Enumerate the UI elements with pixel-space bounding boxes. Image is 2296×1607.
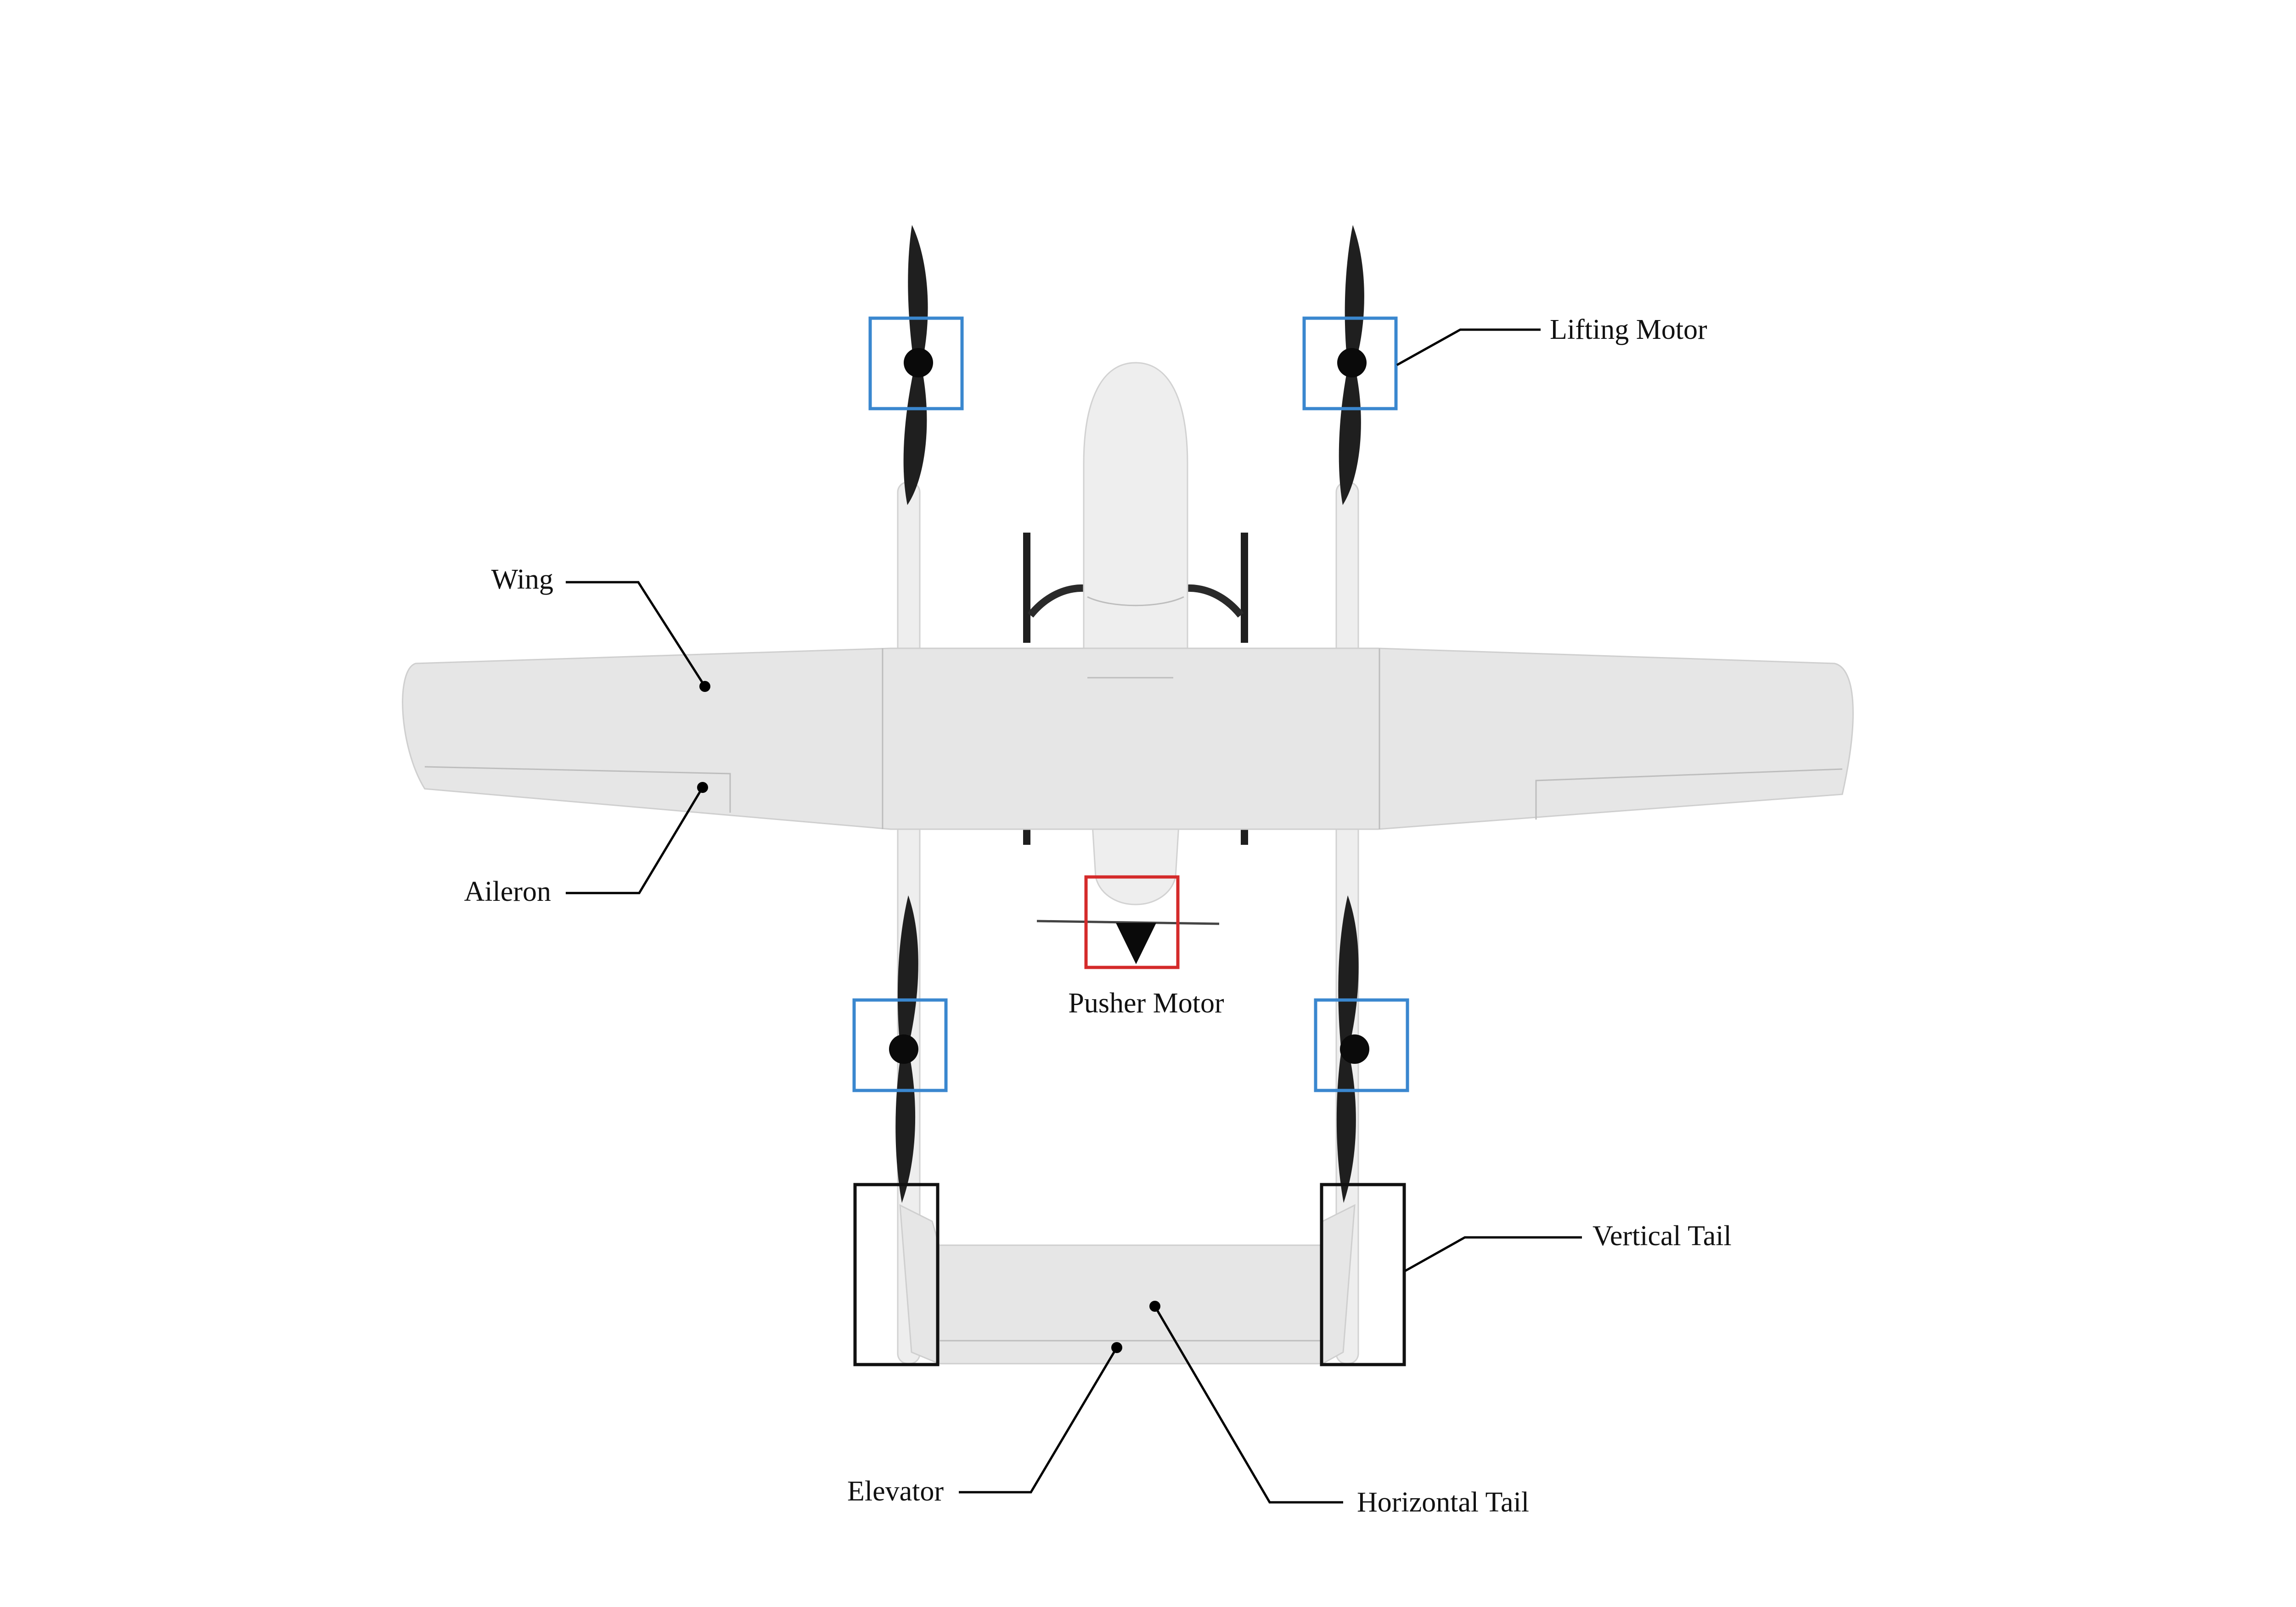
aileron-dot: [697, 782, 708, 793]
rear-right-propeller: [1336, 895, 1369, 1203]
elevator-dot: [1111, 1342, 1122, 1353]
wing-dot: [699, 681, 710, 692]
leader-lines: [566, 328, 1582, 1504]
leader-vertical-tail: [1404, 1236, 1582, 1272]
fuselage: [1083, 362, 1188, 657]
pusher-propeller: [1036, 920, 1220, 964]
lifting-motor-box-front-right: [1302, 316, 1398, 410]
rear-fuselage: [1091, 816, 1180, 905]
front-right-propeller: [1337, 225, 1367, 505]
airframe: [402, 362, 1854, 1365]
labels: Lifting Motor Wing Aileron Pusher Motor …: [464, 314, 1732, 1518]
vertical-tail-box-left: [853, 1183, 940, 1366]
label-aileron: Aileron: [464, 876, 551, 907]
lifting-motor-box-front-left: [868, 316, 964, 410]
leader-lifting-motor: [1396, 328, 1541, 366]
label-vertical-tail: Vertical Tail: [1593, 1220, 1732, 1252]
vertical-tail-box-right: [1320, 1183, 1406, 1366]
leader-wing: [566, 581, 706, 687]
label-horizontal-tail: Horizontal Tail: [1357, 1487, 1529, 1518]
lifting-motor-box-rear-right: [1314, 998, 1409, 1092]
horizontal-tail: [938, 1244, 1323, 1365]
horizontal-tail-dot: [1149, 1301, 1160, 1312]
label-elevator: Elevator: [847, 1476, 944, 1507]
label-pusher-motor: Pusher Motor: [1068, 988, 1224, 1019]
lifting-motor-box-rear-left: [852, 998, 948, 1092]
wing: [402, 647, 1854, 830]
leader-elevator: [959, 1347, 1118, 1494]
label-lifting-motor: Lifting Motor: [1550, 314, 1707, 345]
front-left-propeller: [903, 225, 933, 505]
leader-horizontal-tail: [1154, 1305, 1343, 1504]
highlight-boxes: [852, 316, 1409, 1366]
leader-aileron: [566, 787, 704, 894]
pusher-motor-box: [1084, 875, 1180, 969]
label-wing: Wing: [491, 564, 553, 595]
